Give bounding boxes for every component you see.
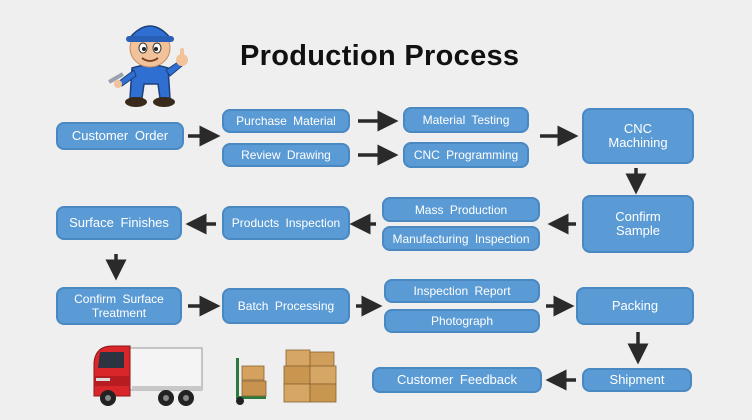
step-mass-production: Mass Production xyxy=(382,197,540,222)
diagram-title: Production Process xyxy=(240,40,520,72)
step-material-testing: Material Testing xyxy=(403,107,529,133)
step-cnc-programming: CNC Programming xyxy=(403,142,529,168)
step-review-drawing: Review Drawing xyxy=(222,143,350,167)
step-manufacturing-inspection: Manufacturing Inspection xyxy=(382,226,540,251)
step-batch-processing: Batch Processing xyxy=(222,288,350,324)
step-customer-feedback: Customer Feedback xyxy=(372,367,542,393)
step-customer-order: Customer Order xyxy=(56,122,184,150)
step-confirm-sample: Confirm Sample xyxy=(582,195,694,253)
step-purchase-material: Purchase Material xyxy=(222,109,350,133)
step-surface-finishes: Surface Finishes xyxy=(56,206,182,240)
step-confirm-surface-treatment: Confirm Surface Treatment xyxy=(56,287,182,325)
hand-truck-icon xyxy=(236,358,267,405)
step-products-inspection: Products Inspection xyxy=(222,206,350,240)
step-packing: Packing xyxy=(576,287,694,325)
truck-icon xyxy=(93,345,203,406)
step-shipment: Shipment xyxy=(582,368,692,392)
step-photograph: Photograph xyxy=(384,309,540,333)
mascot-worker-icon xyxy=(108,25,188,107)
step-cnc-machining: CNC Machining xyxy=(582,108,694,164)
stacked-cartons-icon xyxy=(283,349,337,403)
step-inspection-report: Inspection Report xyxy=(384,279,540,303)
